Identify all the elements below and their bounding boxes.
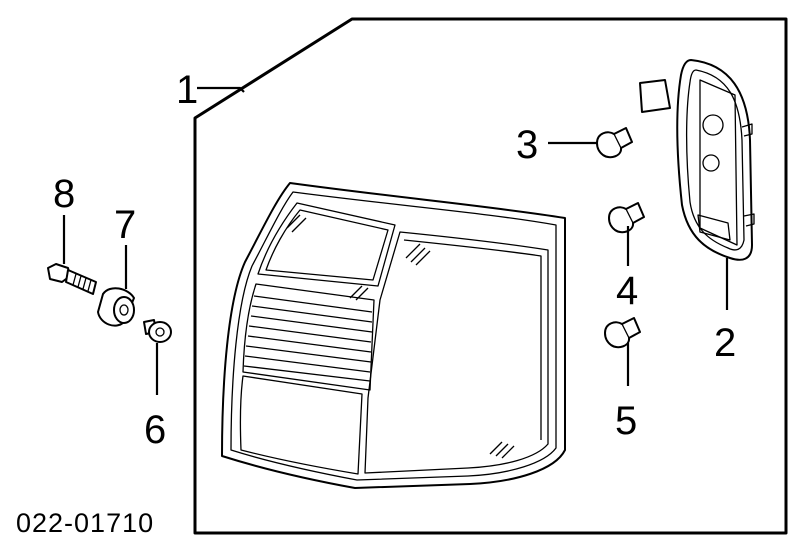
callout-1: 1 bbox=[176, 68, 198, 112]
bulb-5 bbox=[604, 317, 641, 349]
bulb-socket-plate bbox=[639, 59, 755, 261]
bulb-3 bbox=[596, 127, 633, 159]
callout-8: 8 bbox=[53, 172, 75, 216]
lens-ribs bbox=[243, 295, 373, 382]
diagram-code: 022-01710 bbox=[16, 508, 154, 538]
clip-6 bbox=[143, 319, 172, 343]
callout-7: 7 bbox=[114, 203, 136, 247]
callout-5: 5 bbox=[615, 399, 637, 443]
tail-lamp-lens bbox=[221, 182, 566, 489]
bulb-4 bbox=[608, 202, 645, 234]
callout-3: 3 bbox=[516, 123, 538, 167]
bolt-8 bbox=[47, 263, 97, 295]
bushing-7 bbox=[97, 287, 135, 327]
callout-2: 2 bbox=[714, 321, 736, 365]
assembly-frame bbox=[193, 17, 788, 535]
callout-6: 6 bbox=[144, 408, 166, 452]
callout-4: 4 bbox=[616, 269, 638, 313]
leader-lines bbox=[62, 86, 729, 395]
